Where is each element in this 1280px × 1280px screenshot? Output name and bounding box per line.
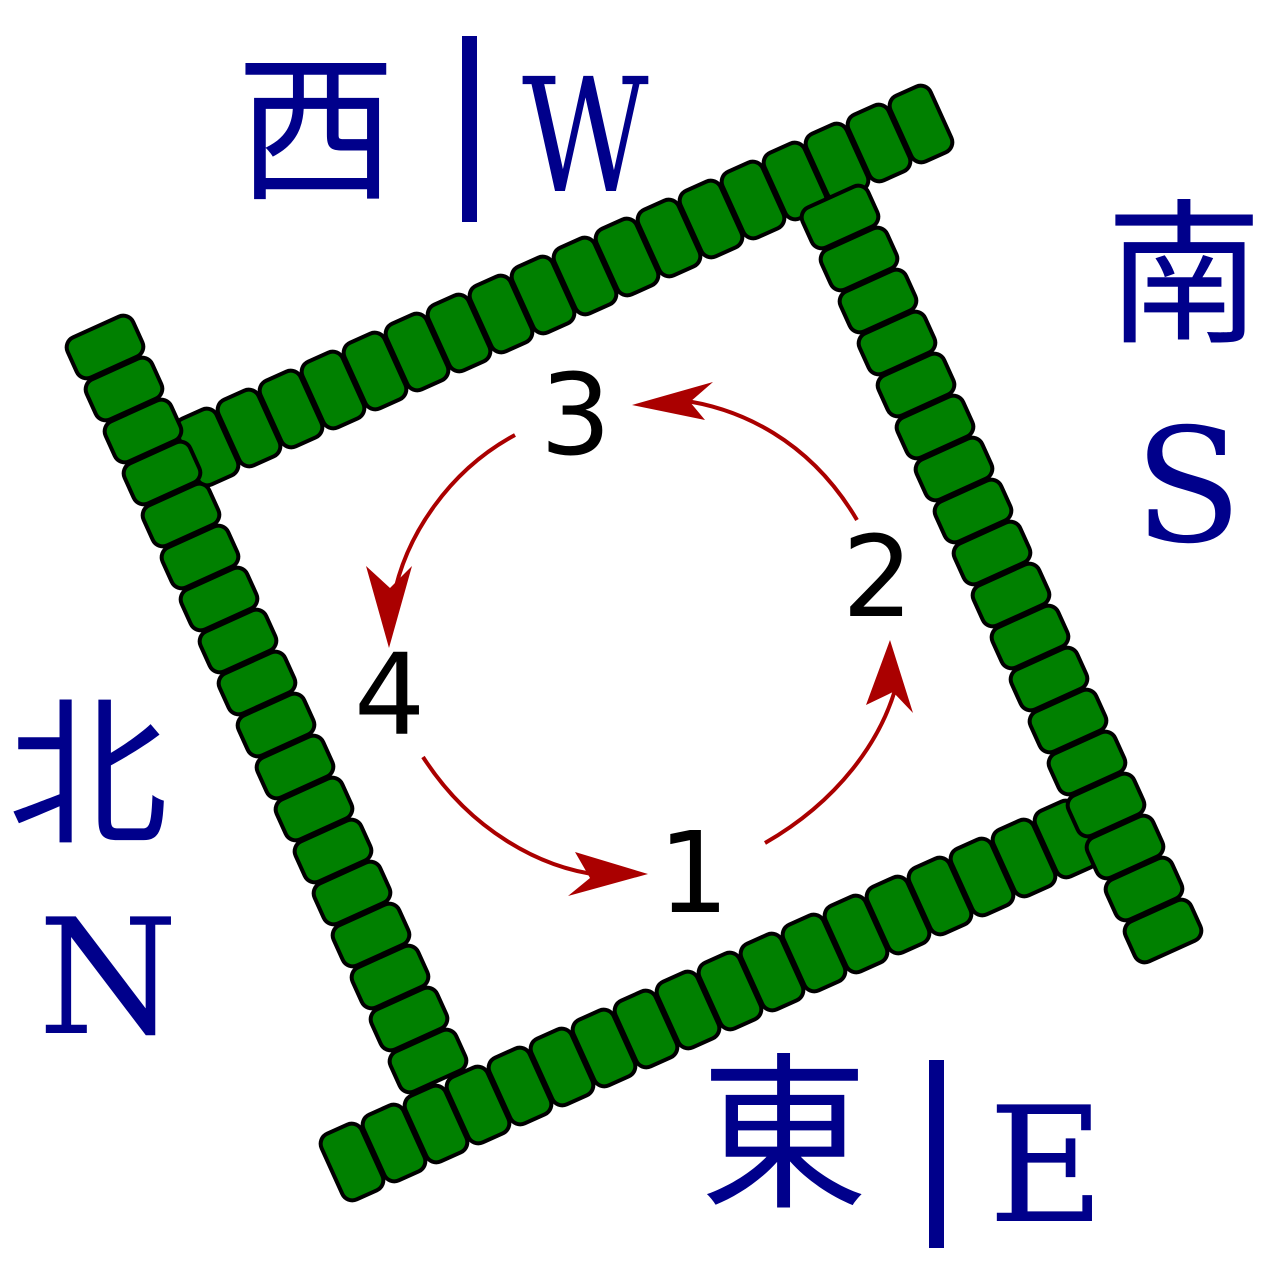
mahjong-tile (197, 607, 279, 675)
mahjong-tile (425, 292, 493, 374)
west-latin-label: W (522, 45, 649, 229)
mahjong-tile (387, 1027, 469, 1095)
mahjong-tile (738, 931, 806, 1013)
mahjong-tile (837, 267, 919, 335)
arrowheads (366, 382, 913, 896)
mahjong-tile (159, 523, 241, 591)
mahjong-tile (140, 481, 222, 549)
mahjong-tile (444, 1064, 512, 1146)
mahjong-tile (292, 817, 374, 885)
arrowhead-at-2 (866, 640, 913, 713)
mahjong-tile (970, 561, 1052, 629)
south-wall (799, 183, 1204, 965)
mahjong-tile (341, 330, 409, 412)
mahjong-tile (818, 225, 900, 293)
mahjong-tile (887, 83, 955, 165)
north-cjk-label: 北 (8, 682, 169, 869)
mahjong-tile (467, 273, 535, 355)
east-separator-bar (929, 1060, 944, 1248)
mahjong-tile (570, 1007, 638, 1089)
east-wall (318, 798, 1100, 1203)
mahjong-tile (215, 387, 283, 469)
mahjong-tile (311, 859, 393, 927)
mahjong-tile (799, 183, 881, 251)
south-cjk-label: 南 (1106, 185, 1262, 367)
mahjong-tile (1027, 687, 1109, 755)
mahjong-tile (1046, 729, 1128, 797)
mahjong-tile (83, 355, 165, 423)
mahjong-tile (906, 855, 974, 937)
order-number-4: 4 (354, 631, 426, 761)
mahjong-tile (822, 893, 890, 975)
mahjong-tile (913, 435, 995, 503)
mahjong-tile (856, 309, 938, 377)
mahjong-tile (368, 985, 450, 1053)
dealing-order-arrows (391, 398, 897, 877)
west-cjk-label: 西 (236, 38, 397, 225)
mahjong-tile (894, 393, 976, 461)
mahjong-tile (216, 649, 298, 717)
mahjong-tile (178, 565, 260, 633)
mahjong-tile (551, 235, 619, 317)
mahjong-tile (121, 439, 203, 507)
mahjong-tile (1084, 813, 1166, 881)
arrow-3-to-4 (391, 433, 516, 601)
arrowhead-at-1 (568, 852, 648, 896)
arrow-4-to-1 (421, 755, 601, 877)
mahjong-tile (318, 1121, 386, 1203)
mahjong-tile (864, 874, 932, 956)
mahjong-tile (932, 477, 1014, 545)
east-latin-label: E (988, 1072, 1105, 1259)
mahjong-tile (273, 775, 355, 843)
arrowhead-at-3 (632, 382, 713, 420)
east-cjk-label: 東 (700, 1038, 868, 1234)
mahjong-tile (235, 691, 317, 759)
mahjong-tile (948, 836, 1016, 918)
mahjong-tile (528, 1026, 596, 1108)
mahjong-tile (486, 1045, 554, 1127)
mahjong-tile (299, 349, 367, 431)
mahjong-tile (360, 1102, 428, 1184)
north-wall (64, 313, 469, 1095)
mahjong-tile (254, 733, 336, 801)
mahjong-tile (635, 197, 703, 279)
order-number-3: 3 (540, 351, 612, 481)
mahjong-tile (349, 943, 431, 1011)
mahjong-tile (612, 988, 680, 1070)
mahjong-tile (257, 368, 325, 450)
mahjong-tile (780, 912, 848, 994)
mahjong-tile (989, 603, 1071, 671)
mahjong-tile (509, 254, 577, 336)
west-wall (173, 83, 955, 488)
south-latin-label: S (1134, 395, 1243, 579)
arrow-2-to-3 (679, 398, 859, 522)
mahjong-tile (719, 159, 787, 241)
order-number-2: 2 (842, 513, 914, 643)
mahjong-tile (1065, 771, 1147, 839)
mahjong-tile (1103, 855, 1185, 923)
mahjong-tile (402, 1083, 470, 1165)
arrowhead-at-4 (366, 566, 412, 648)
mahjong-tile (951, 519, 1033, 587)
mahjong-tile (1008, 645, 1090, 713)
mahjong-tile (990, 817, 1058, 899)
mahjong-tile (330, 901, 412, 969)
mahjong-tile (1122, 897, 1204, 965)
mahjong-tile (696, 950, 764, 1032)
arrow-1-to-2 (764, 689, 897, 845)
west-separator-bar (462, 36, 477, 222)
mahjong-tile (654, 969, 722, 1051)
mahjong-tile (102, 397, 184, 465)
mahjong-tile (593, 216, 661, 298)
mahjong-tile (677, 178, 745, 260)
order-number-1: 1 (658, 809, 730, 939)
north-latin-label: N (38, 884, 178, 1071)
mahjong-tile (383, 311, 451, 393)
mahjong-tile (845, 102, 913, 184)
tile-walls (64, 83, 1204, 1203)
mahjong-tile (64, 313, 146, 381)
mahjong-tile (875, 351, 957, 419)
